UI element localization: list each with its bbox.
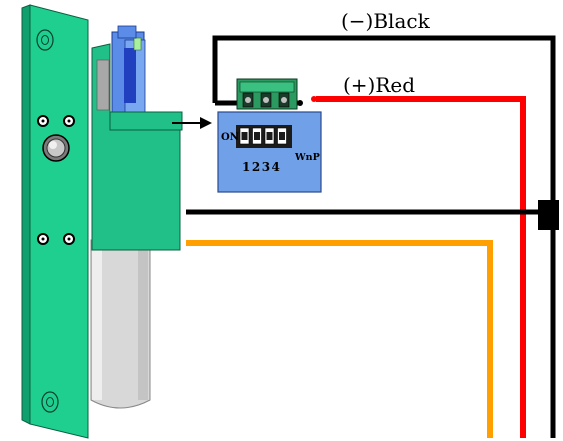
screw-icon [63, 115, 75, 127]
wire-junction [538, 200, 559, 230]
terminal-block [236, 78, 298, 110]
wires [186, 35, 559, 438]
dip-switches [239, 127, 287, 145]
red-wire [316, 96, 526, 438]
red-wire-label: (+)Red [343, 73, 415, 97]
screw-icon [37, 233, 49, 245]
bottom-mount-hole [41, 391, 59, 413]
lock-cylinder [90, 239, 151, 409]
dip-on-label: ON [221, 132, 239, 143]
lock-faceplate [21, 4, 89, 439]
dip-brand-label: WnP [294, 152, 320, 163]
dip-switch-lever-3 [266, 132, 273, 140]
black-wire-label: (−)Black [341, 9, 431, 33]
release-button-icon [42, 134, 70, 162]
screw-icon [37, 115, 49, 127]
black-wire [212, 35, 556, 438]
dip-switch-module: ON 1234 WnP [217, 78, 322, 193]
dip-switch-lever-4 [279, 132, 285, 140]
arrow-right-icon [172, 117, 212, 129]
dip-numbers-label: 1234 [242, 160, 281, 174]
dip-switch-lever-2 [254, 132, 260, 140]
screw-icon [63, 233, 75, 245]
dip-switch-lever-1 [241, 132, 248, 140]
orange-wire [186, 240, 493, 438]
black-wire-terminal [297, 100, 303, 106]
lock-body [91, 25, 183, 251]
red-wire-terminal [311, 96, 317, 102]
top-mount-hole [36, 29, 54, 51]
